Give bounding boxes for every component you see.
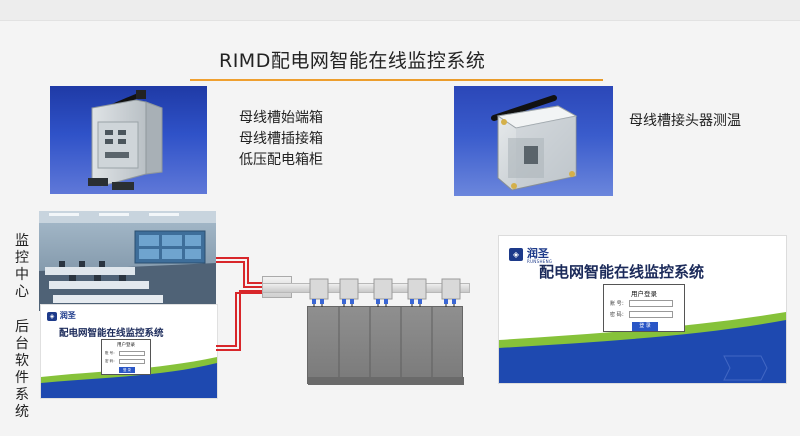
- side-char: 台: [15, 336, 29, 352]
- busbar-trunk: [262, 283, 470, 293]
- sensor-illustration: [491, 95, 578, 191]
- account-label: 账 号：: [105, 351, 117, 355]
- side-char: 中: [15, 267, 29, 283]
- device-label-list: 母线槽始端箱 母线槽插接箱 低压配电箱柜: [239, 108, 323, 171]
- logo-mark-icon: ◈: [509, 248, 523, 261]
- account-label-large: 账 号：: [610, 301, 627, 307]
- login-password-row-large: 密 码：: [610, 311, 673, 318]
- side-char: 心: [15, 284, 29, 300]
- wave-decoration: [41, 357, 217, 398]
- tap-off-units: [309, 278, 461, 307]
- side-label-monitor-center: 监 控 中 心: [13, 233, 31, 301]
- page-title: RIMD配电网智能在线监控系统: [219, 50, 486, 72]
- login-panel-large: 用户登录 账 号： 密 码： 登 录: [603, 284, 685, 332]
- password-label: 密 码：: [105, 359, 117, 363]
- side-char: 统: [15, 404, 29, 420]
- login-button[interactable]: 登 录: [119, 367, 135, 373]
- control-room-photo: [39, 211, 216, 311]
- logo-subtext: RUNSHENG: [527, 259, 553, 264]
- cable-monitor-center: [216, 257, 262, 284]
- label-low-voltage-cabinet: 低压配电箱柜: [239, 152, 323, 168]
- brand-logo: ◈ 润圣: [47, 310, 76, 321]
- account-input-large[interactable]: [628, 300, 673, 307]
- switchgear-cabinet: [307, 306, 464, 385]
- side-label-backend-system: 后 台 软 件 系 统: [13, 319, 31, 421]
- login-account-row-large: 账 号：: [610, 300, 673, 307]
- logo-text: 润圣: [59, 311, 76, 320]
- cable-backend: [216, 290, 262, 351]
- login-button-large[interactable]: 登 录: [632, 322, 658, 331]
- wave-decoration-large: [499, 312, 786, 383]
- device-photo-module: [50, 86, 207, 194]
- device-photo-sensor: [454, 86, 613, 196]
- cable-backend-2: [216, 292, 262, 347]
- side-char: 件: [15, 370, 29, 386]
- cable-monitor-center-2: [216, 261, 262, 288]
- software-screen-large: ◈ 润圣 RUNSHENG 配电网智能在线监控系统 用户登录 账 号： 密 码：…: [498, 235, 787, 384]
- side-char: 控: [15, 250, 29, 266]
- system-title: 配电网智能在线监控系统: [59, 328, 164, 339]
- label-joint-temperature: 母线槽接头器测温: [629, 113, 741, 129]
- side-char: 软: [15, 353, 29, 369]
- login-password-row: 密 码：: [105, 359, 145, 364]
- module-illustration: [88, 90, 163, 190]
- login-account-row: 账 号：: [105, 351, 145, 356]
- password-label-large: 密 码：: [610, 312, 627, 318]
- password-input[interactable]: [118, 359, 145, 364]
- login-panel: 用户登录 账 号： 密 码： 登 录: [101, 339, 151, 375]
- side-char: 后: [15, 319, 29, 335]
- password-input-large[interactable]: [628, 311, 673, 318]
- logo-text: 润圣: [526, 247, 549, 260]
- control-room-illustration: [39, 211, 216, 311]
- account-input[interactable]: [118, 351, 145, 356]
- login-title: 用户登录: [117, 343, 135, 348]
- system-title-large: 配电网智能在线监控系统: [539, 263, 705, 281]
- side-char: 监: [15, 233, 29, 249]
- title-underline: [190, 79, 603, 81]
- top-bar: [0, 0, 800, 21]
- brand-logo-large: ◈ 润圣 RUNSHENG: [509, 245, 553, 264]
- side-char: 系: [15, 387, 29, 403]
- label-busbar-plug-box: 母线槽插接箱: [239, 131, 323, 147]
- label-busbar-start-box: 母线槽始端箱: [239, 110, 323, 126]
- cabinet-doors: [308, 307, 464, 385]
- logo-mark-icon: ◈: [47, 312, 57, 321]
- login-title-large: 用户登录: [631, 290, 657, 298]
- software-screen-small: ◈ 润圣 配电网智能在线监控系统 用户登录 账 号： 密 码： 登 录: [40, 304, 218, 399]
